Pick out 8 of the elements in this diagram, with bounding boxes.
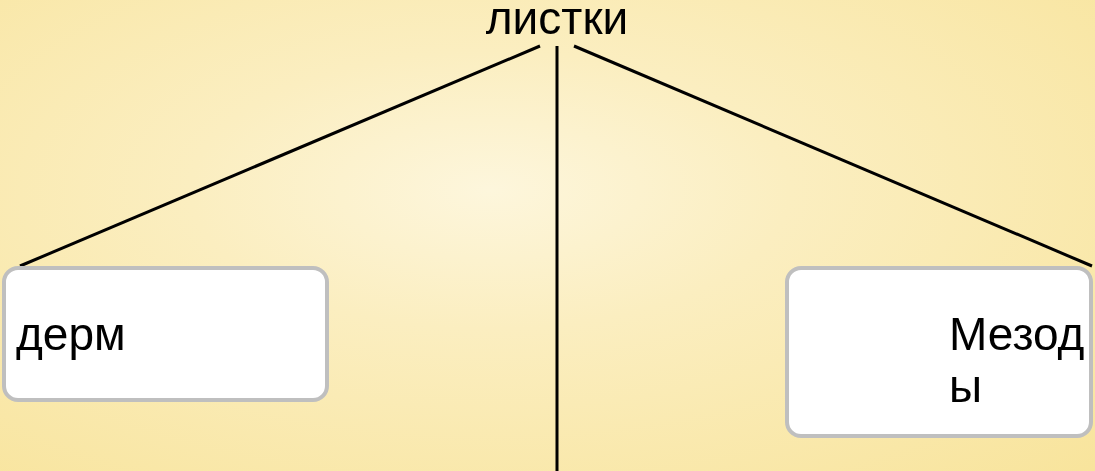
rounded-box [2,266,329,402]
box-label: Мезод ы [949,308,1085,412]
box-label: дерм [16,308,127,360]
connector-line [573,44,1093,268]
heading-text: листки [484,0,630,44]
rounded-box [785,266,1093,438]
connector-line [555,46,559,471]
connector-line [19,44,541,268]
